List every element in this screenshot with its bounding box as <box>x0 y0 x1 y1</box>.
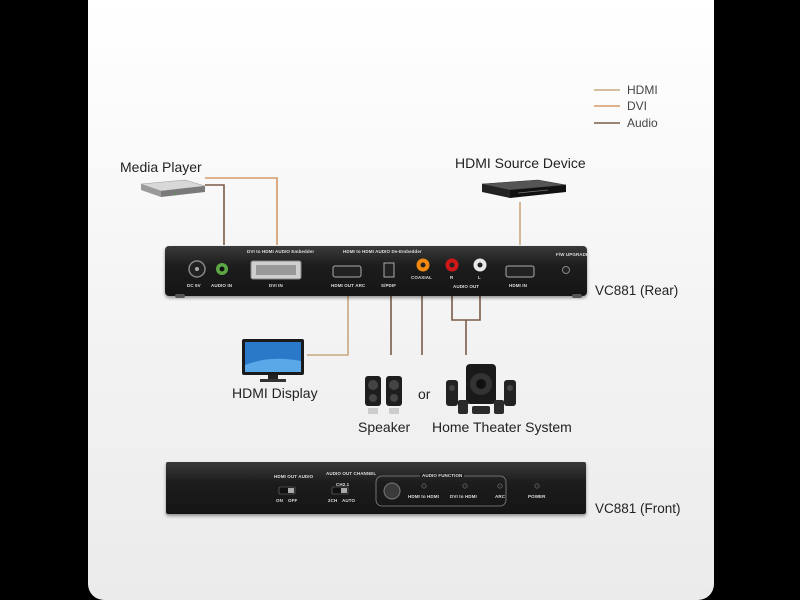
speaker-label: Speaker <box>358 419 411 435</box>
fw-upgrade-port <box>562 266 570 274</box>
media-player-label: Media Player <box>120 159 202 175</box>
audio-out-label: AUDIO OUT <box>453 284 480 289</box>
dvi-to-hdmi-label: DVI to HDMI <box>450 494 477 499</box>
media-player-icon <box>140 179 206 197</box>
vc881-rear-panel: DVI to HDMI AUDIO Embedder HDMI to HDMI … <box>165 246 590 296</box>
wire-audio-rl <box>451 296 481 355</box>
home-theater-icon <box>446 364 516 414</box>
coaxial-label: COAXIAL <box>411 275 432 280</box>
hdmi-source-icon <box>481 179 567 198</box>
audio-function-button <box>383 482 401 500</box>
hdmi-display-label: HDMI Display <box>232 385 318 401</box>
hdmi-out-port <box>332 265 362 278</box>
legend-swatches <box>594 89 620 124</box>
speaker-icon <box>365 376 402 414</box>
hdmi-display-icon <box>242 339 304 382</box>
hdmi-deembedder-header: HDMI to HDMI AUDIO De-Embedder <box>343 249 422 254</box>
audio-function-label: AUDIO FUNCTION <box>420 473 465 478</box>
legend-label-hdmi: HDMI <box>627 83 658 97</box>
dvi-embedder-header: DVI to HDMI AUDIO Embedder <box>247 249 315 254</box>
fw-upgrade-label: F/W UPGRADE <box>556 252 590 257</box>
switch1-off-label: OFF <box>288 498 298 503</box>
or-label: or <box>418 386 431 402</box>
rear-foot-right <box>572 294 582 298</box>
audio-out-channel-label: AUDIO OUT CHANNEL <box>326 471 377 476</box>
legend-label-audio: Audio <box>627 116 658 130</box>
hdmi-out-arc-label: HDMI OUT ARC <box>331 283 366 288</box>
dc-label: DC 5V <box>187 283 201 288</box>
home-theater-label: Home Theater System <box>432 419 572 435</box>
front-label: VC881 (Front) <box>595 501 681 516</box>
dvi-in-label: DVI IN <box>269 283 283 288</box>
hdmi-in-label: HDMI IN <box>509 283 527 288</box>
spdif-port <box>383 262 395 278</box>
arc-label: ARC <box>495 494 506 499</box>
l-label: L <box>478 275 481 280</box>
led-arc <box>497 483 503 489</box>
hdmi-source-label: HDMI Source Device <box>455 155 586 171</box>
rear-label: VC881 (Rear) <box>595 283 679 298</box>
spdif-label: S/PDIF <box>381 283 397 288</box>
hdmi-to-hdmi-label: HDMI to HDMI <box>408 494 439 499</box>
led-power <box>534 483 540 489</box>
power-label: POWER <box>528 494 546 499</box>
led-hdmi-to-hdmi <box>421 483 427 489</box>
hdmi-out-audio-label: HDMI OUT AUDIO <box>274 474 314 479</box>
legend-label-dvi: DVI <box>627 99 648 113</box>
audio-in-label: AUDIO IN <box>211 283 233 288</box>
wire-media-player-dvi <box>205 177 278 245</box>
wire-hdmi-display <box>307 296 349 356</box>
switch2-auto-label: AUTO <box>342 498 356 503</box>
rear-foot-left <box>175 294 185 298</box>
front-controls <box>278 475 540 507</box>
rear-ports <box>188 258 570 280</box>
wire-media-player-audio <box>205 184 225 245</box>
r-label: R <box>450 275 454 280</box>
switch2-2ch-label: 2CH <box>328 498 338 503</box>
led-dvi-to-hdmi <box>462 483 468 489</box>
hdmi-in-port <box>505 265 535 278</box>
channel-label: CH2.1 <box>336 482 350 487</box>
switch1-on-label: ON <box>276 498 283 503</box>
vc881-front-panel: HDMI OUT AUDIO ON OFF AUDIO OUT CHANNEL … <box>166 462 586 514</box>
